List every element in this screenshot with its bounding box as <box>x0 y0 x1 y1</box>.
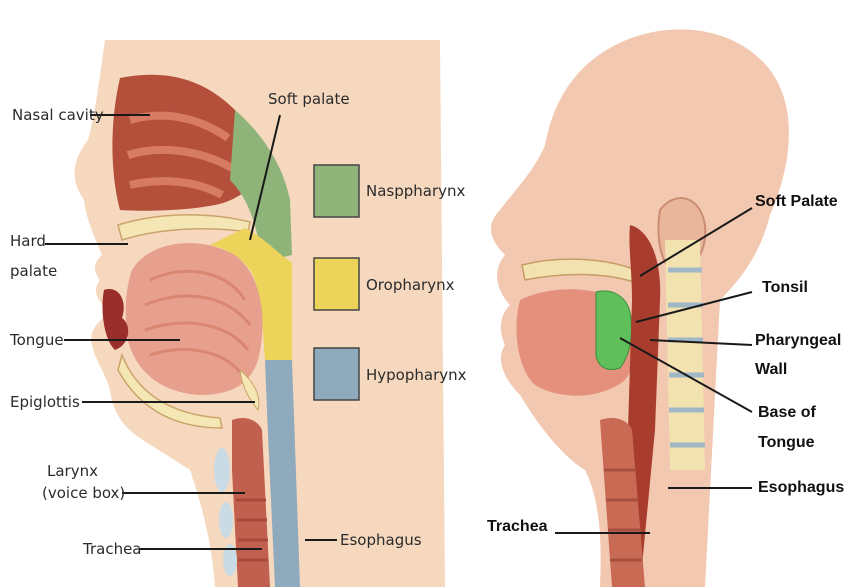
label-esophagus-right: Esophagus <box>758 479 844 496</box>
cartilage-2 <box>219 502 233 538</box>
label-larynx-line2: (voice box) <box>42 484 125 502</box>
right-panel: Soft Palate Tonsil Pharyngeal Wall Base … <box>487 29 844 587</box>
label-hard-palate-line2: palate <box>10 262 57 280</box>
label-trachea-right: Trachea <box>487 518 548 535</box>
legend-label-oropharynx: Oropharynx <box>366 276 455 294</box>
legend-label-hypopharynx: Hypopharynx <box>366 366 467 384</box>
label-epiglottis: Epiglottis <box>10 393 80 411</box>
label-nasal-cavity: Nasal cavity <box>12 106 104 124</box>
legend-swatch-oropharynx <box>314 258 359 310</box>
base-of-tongue-region <box>596 291 632 370</box>
label-pharyngeal-wall-line2: Wall <box>755 361 787 378</box>
label-tongue: Tongue <box>9 331 64 349</box>
label-tonsil: Tonsil <box>762 279 808 296</box>
legend-swatch-nasopharynx <box>314 165 359 217</box>
legend-swatch-hypopharynx <box>314 348 359 400</box>
label-soft-palate-right: Soft Palate <box>755 193 838 210</box>
label-base-of-tongue-line1: Base of <box>758 404 816 421</box>
legend-label-nasopharynx: Nasppharynx <box>366 182 466 200</box>
label-base-of-tongue-line2: Tongue <box>758 434 815 451</box>
cartilage-1 <box>214 448 230 492</box>
label-trachea-left: Trachea <box>82 540 142 558</box>
label-esophagus-left: Esophagus <box>340 531 422 549</box>
label-pharyngeal-wall-line1: Pharyngeal <box>755 332 841 349</box>
label-soft-palate: Soft palate <box>268 90 350 108</box>
label-larynx-line1: Larynx <box>47 462 98 480</box>
left-panel: Nasal cavity Soft palate Hard palate Ton… <box>9 40 467 587</box>
cervical-spine <box>665 240 705 470</box>
label-hard-palate-line1: Hard <box>10 232 46 250</box>
